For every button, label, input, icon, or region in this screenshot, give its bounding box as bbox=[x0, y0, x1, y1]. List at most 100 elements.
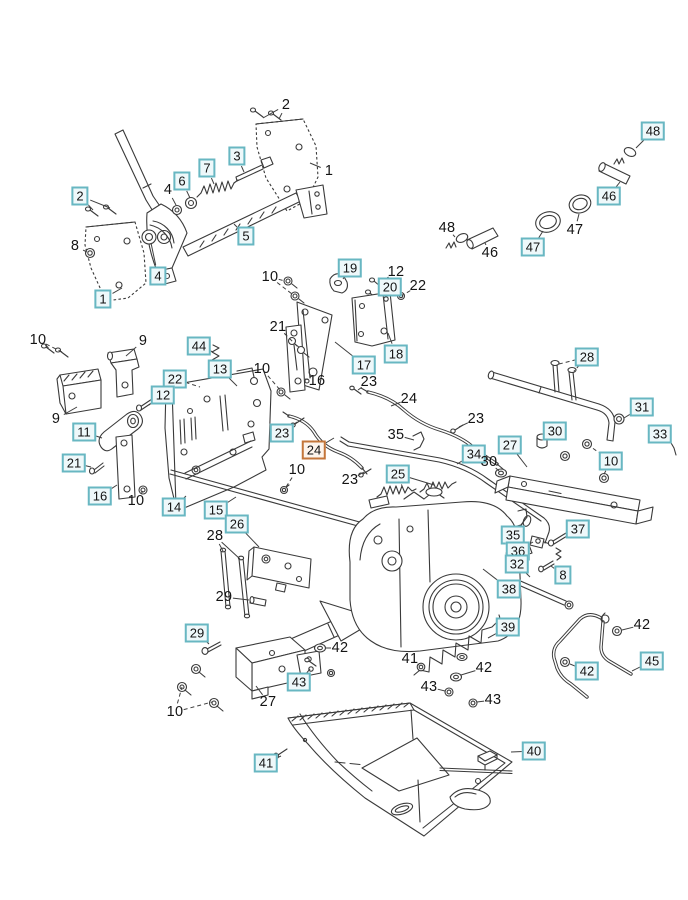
callout-27[interactable]: 27 bbox=[497, 435, 523, 455]
callout-35[interactable]: 35 bbox=[500, 525, 526, 545]
callout-38[interactable]: 38 bbox=[496, 579, 522, 599]
callout-15[interactable]: 15 bbox=[203, 500, 229, 520]
leader-line bbox=[621, 626, 634, 631]
leader-line bbox=[218, 543, 224, 552]
callout-23: 23 bbox=[341, 472, 359, 488]
callout-25[interactable]: 25 bbox=[385, 464, 411, 484]
part-lever-assembly bbox=[84, 107, 328, 304]
callout-41[interactable]: 41 bbox=[253, 753, 279, 773]
callout-32[interactable]: 32 bbox=[504, 554, 530, 574]
callout-22[interactable]: 22 bbox=[162, 369, 188, 389]
callout-47: 47 bbox=[566, 222, 584, 238]
callout-10: 10 bbox=[253, 361, 271, 377]
callout-12: 12 bbox=[387, 264, 405, 280]
leader-line bbox=[401, 484, 403, 487]
leader-line bbox=[342, 277, 345, 280]
leader-line bbox=[276, 282, 293, 295]
leader-line bbox=[186, 190, 191, 199]
leader-line bbox=[452, 234, 456, 238]
leader-line bbox=[267, 375, 282, 392]
leader-line bbox=[460, 670, 476, 676]
leader-line bbox=[408, 476, 435, 486]
callout-42[interactable]: 42 bbox=[574, 661, 600, 681]
leader-line bbox=[232, 597, 250, 601]
leader-line bbox=[45, 343, 63, 353]
callout-27: 27 bbox=[259, 694, 277, 710]
callout-43: 43 bbox=[484, 692, 502, 708]
callout-20[interactable]: 20 bbox=[377, 277, 403, 297]
callout-30: 30 bbox=[480, 454, 498, 470]
callout-9: 9 bbox=[138, 333, 148, 349]
leader-line bbox=[615, 181, 621, 188]
callout-6[interactable]: 6 bbox=[173, 171, 191, 191]
callout-31[interactable]: 31 bbox=[629, 397, 655, 417]
callout-4[interactable]: 4 bbox=[149, 266, 167, 286]
callout-37[interactable]: 37 bbox=[565, 519, 591, 539]
callout-24: 24 bbox=[400, 391, 418, 407]
leader-line bbox=[176, 686, 183, 704]
callout-12[interactable]: 12 bbox=[150, 385, 176, 405]
callout-34[interactable]: 34 bbox=[461, 444, 487, 464]
leader-line bbox=[357, 386, 363, 391]
callout-16[interactable]: 16 bbox=[87, 486, 113, 506]
leader-line bbox=[516, 453, 528, 468]
part-plates-17-18 bbox=[276, 291, 396, 400]
callout-17[interactable]: 17 bbox=[351, 355, 377, 375]
callout-45[interactable]: 45 bbox=[639, 651, 665, 671]
callout-11[interactable]: 11 bbox=[72, 422, 96, 442]
callout-5[interactable]: 5 bbox=[237, 226, 255, 246]
part-left-brackets bbox=[40, 343, 255, 500]
leader-line bbox=[417, 663, 420, 666]
leader-line bbox=[278, 112, 283, 120]
callout-43[interactable]: 43 bbox=[286, 672, 312, 692]
callout-26[interactable]: 26 bbox=[224, 514, 250, 534]
callout-29[interactable]: 29 bbox=[184, 623, 210, 643]
callout-47[interactable]: 47 bbox=[520, 237, 546, 257]
callout-28[interactable]: 28 bbox=[574, 347, 600, 367]
leader-line bbox=[387, 332, 393, 344]
callout-23[interactable]: 23 bbox=[269, 423, 295, 443]
callout-3[interactable]: 3 bbox=[228, 146, 246, 166]
callout-33[interactable]: 33 bbox=[647, 424, 673, 444]
callout-19[interactable]: 19 bbox=[337, 258, 363, 278]
callout-13[interactable]: 13 bbox=[207, 359, 233, 379]
leader-line bbox=[255, 685, 264, 696]
callout-10[interactable]: 10 bbox=[598, 451, 624, 471]
callout-44[interactable]: 44 bbox=[186, 336, 212, 356]
callout-40[interactable]: 40 bbox=[521, 741, 547, 761]
callout-7[interactable]: 7 bbox=[198, 158, 216, 178]
leader-line bbox=[140, 490, 144, 494]
leader-line bbox=[309, 162, 321, 168]
leader-line bbox=[185, 381, 201, 388]
callout-8[interactable]: 8 bbox=[554, 565, 572, 585]
callout-42: 42 bbox=[331, 640, 349, 656]
callout-16: 16 bbox=[308, 373, 326, 389]
leader-line bbox=[402, 290, 411, 296]
callout-28: 28 bbox=[206, 528, 224, 544]
part-belt-guard-pan bbox=[273, 702, 513, 837]
callout-21[interactable]: 21 bbox=[61, 453, 87, 473]
leader-line bbox=[458, 422, 469, 428]
callout-22: 22 bbox=[409, 278, 427, 294]
callout-2[interactable]: 2 bbox=[71, 186, 89, 206]
callout-29: 29 bbox=[215, 589, 233, 605]
callout-39[interactable]: 39 bbox=[495, 617, 521, 637]
callout-21: 21 bbox=[269, 319, 287, 335]
callout-48: 48 bbox=[438, 220, 456, 236]
callout-1[interactable]: 1 bbox=[94, 289, 112, 309]
leader-line bbox=[304, 378, 309, 381]
callout-18[interactable]: 18 bbox=[383, 344, 409, 364]
callout-14[interactable]: 14 bbox=[161, 497, 187, 517]
callout-30[interactable]: 30 bbox=[542, 421, 568, 441]
part-pin-washer-set bbox=[445, 147, 637, 250]
callout-48[interactable]: 48 bbox=[640, 121, 666, 141]
callout-43: 43 bbox=[420, 679, 438, 695]
leader-line bbox=[334, 341, 356, 359]
callout-46[interactable]: 46 bbox=[596, 186, 622, 206]
callout-24-selected[interactable]: 24 bbox=[301, 440, 327, 460]
callout-8: 8 bbox=[70, 238, 80, 254]
leader-line bbox=[210, 177, 215, 185]
